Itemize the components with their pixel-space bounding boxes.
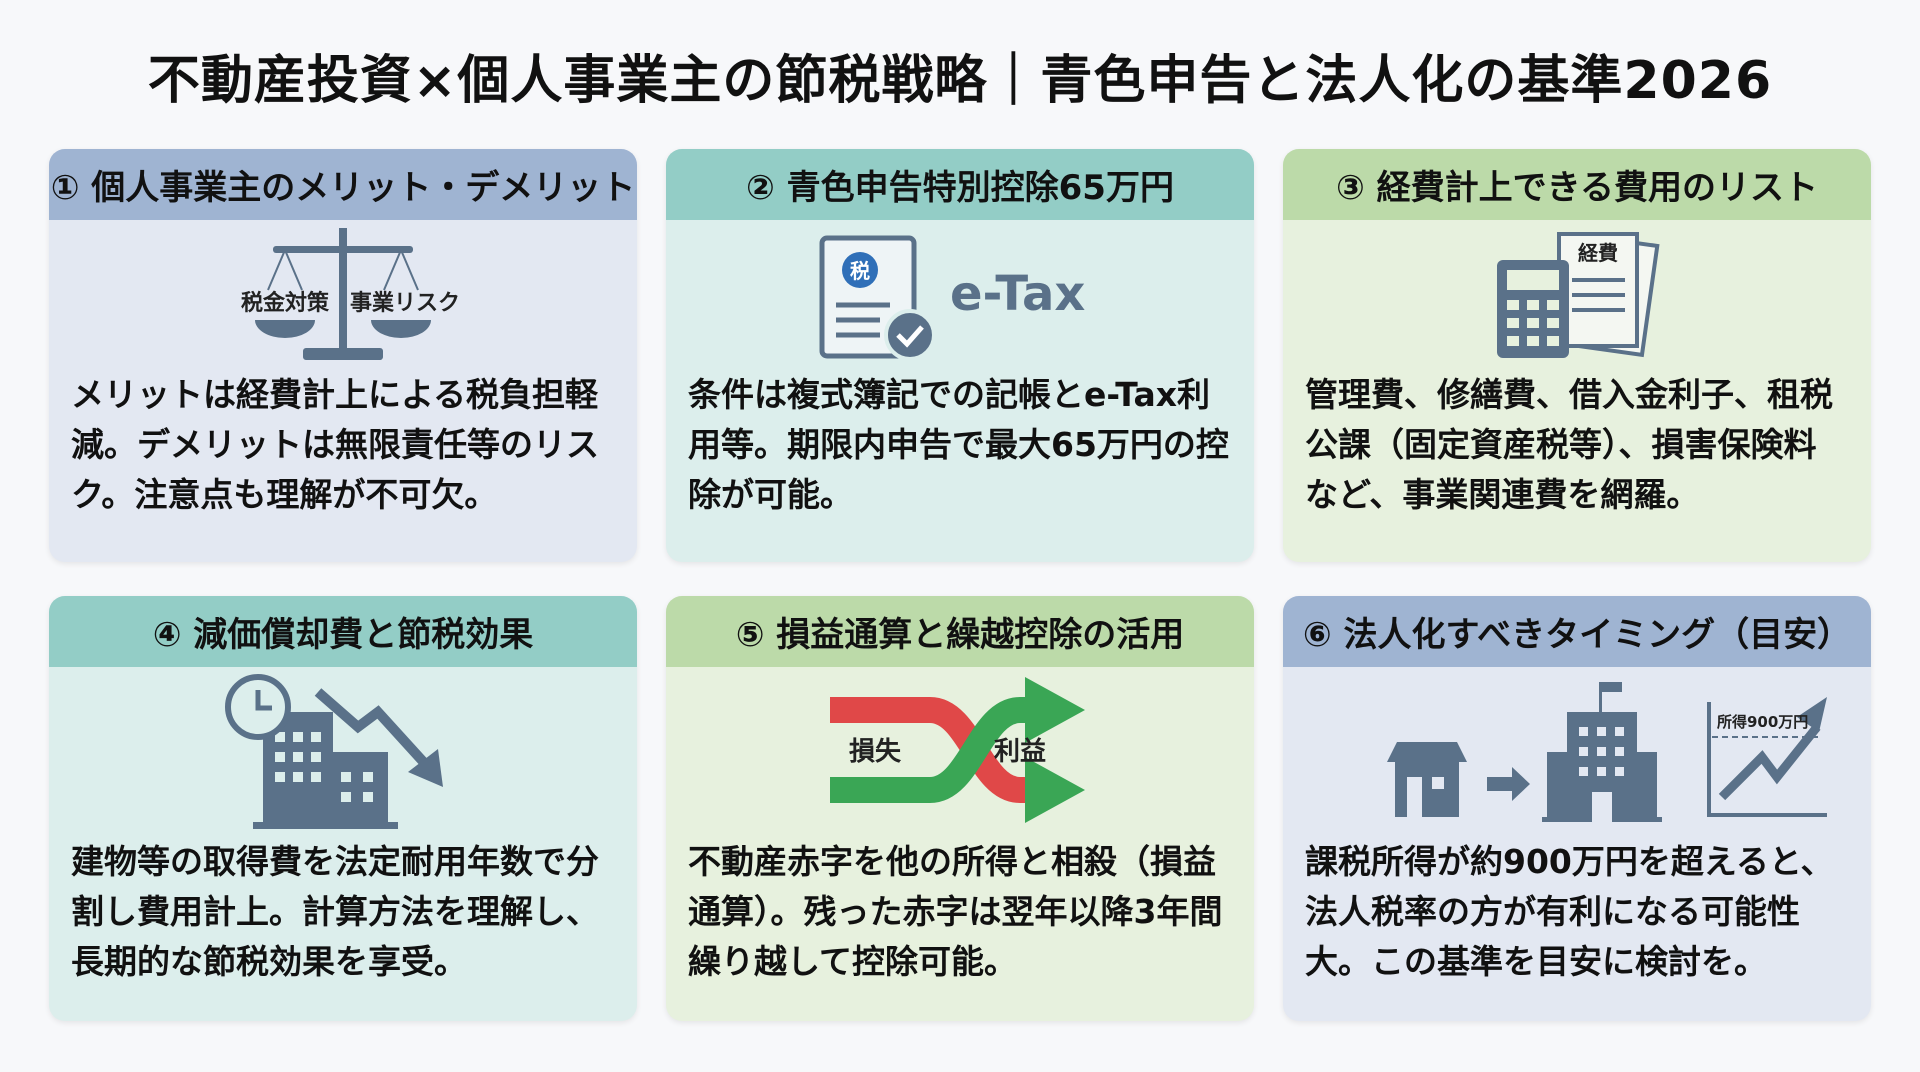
profit-label: 利益 — [994, 737, 1046, 767]
card-heading: ① 個人事業主のメリット・デメリット — [49, 149, 637, 220]
card-text: 課税所得が約900万円を超えると、法人税率の方が有利になる可能性大。この基準を目… — [1305, 842, 1834, 981]
tax-document-check-icon: 税 e-Tax — [666, 220, 1254, 370]
income-threshold-label: 所得900万円 — [1717, 713, 1808, 731]
card-blue-return: ② 青色申告特別控除65万円 税 e-Tax 条件は複式簿記での記帳とe-Tax… — [666, 149, 1254, 562]
card-depreciation: ④ 減価償却費と節税効果 建物等の取得費を法定耐用年数で分割し費用計上。計算方法… — [49, 596, 637, 1021]
card-heading: ③ 経費計上できる費用のリスト — [1283, 149, 1871, 220]
card-loss-offset: ⑤ 損益通算と繰越控除の活用 損失 利益 不動産赤字を他の所得と相殺（損益通算）… — [666, 596, 1254, 1021]
card-text: 条件は複式簿記での記帳とe-Tax利用等。期限内申告で最大65万円の控除が可能。 — [688, 375, 1229, 514]
card-expenses: ③ 経費計上できる費用のリスト 経費 管理費、修繕費、借入金利子、租税公課（固定… — [1283, 149, 1871, 562]
card-heading: ② 青色申告特別控除65万円 — [666, 149, 1254, 220]
house-to-corporation-chart-icon: 所得900万円 — [1283, 667, 1871, 837]
scale-icon: 税金対策 事業リスク — [49, 220, 637, 370]
crossing-arrows-icon: 損失 利益 — [666, 667, 1254, 837]
card-incorporation: ⑥ 法人化すべきタイミング（目安） 所得900万円 課税所得が約900万円を超え… — [1283, 596, 1871, 1021]
card-heading: ⑥ 法人化すべきタイミング（目安） — [1283, 596, 1871, 667]
etax-label: e-Tax — [950, 266, 1085, 322]
scale-label-right: 事業リスク — [350, 290, 460, 316]
card-text: 建物等の取得費を法定耐用年数で分割し費用計上。計算方法を理解し、長期的な節税効果… — [71, 842, 599, 981]
card-text: 管理費、修繕費、借入金利子、租税公課（固定資産税等）、損害保険料など、事業関連費… — [1305, 375, 1833, 514]
clock-building-down-arrow-icon — [49, 667, 637, 837]
tax-badge: 税 — [850, 259, 870, 283]
card-text: メリットは経費計上による税負担軽減。デメリットは無限責任等のリスク。注意点も理解… — [71, 375, 599, 514]
card-heading: ④ 減価償却費と節税効果 — [49, 596, 637, 667]
card-heading: ⑤ 損益通算と繰越控除の活用 — [666, 596, 1254, 667]
calculator-receipts-icon: 経費 — [1283, 220, 1871, 370]
loss-label: 損失 — [849, 737, 902, 767]
receipt-label: 経費 — [1578, 241, 1618, 265]
card-sole-proprietor: ① 個人事業主のメリット・デメリット 税金対策 事業リスク メリットは経費計上に… — [49, 149, 637, 562]
card-text: 不動産赤字を他の所得と相殺（損益通算）。残った赤字は翌年以降3年間繰り越して控除… — [688, 842, 1223, 981]
scale-label-left: 税金対策 — [241, 290, 330, 316]
page-title: 不動産投資×個人事業主の節税戦略｜青色申告と法人化の基準2026 — [147, 51, 1773, 111]
